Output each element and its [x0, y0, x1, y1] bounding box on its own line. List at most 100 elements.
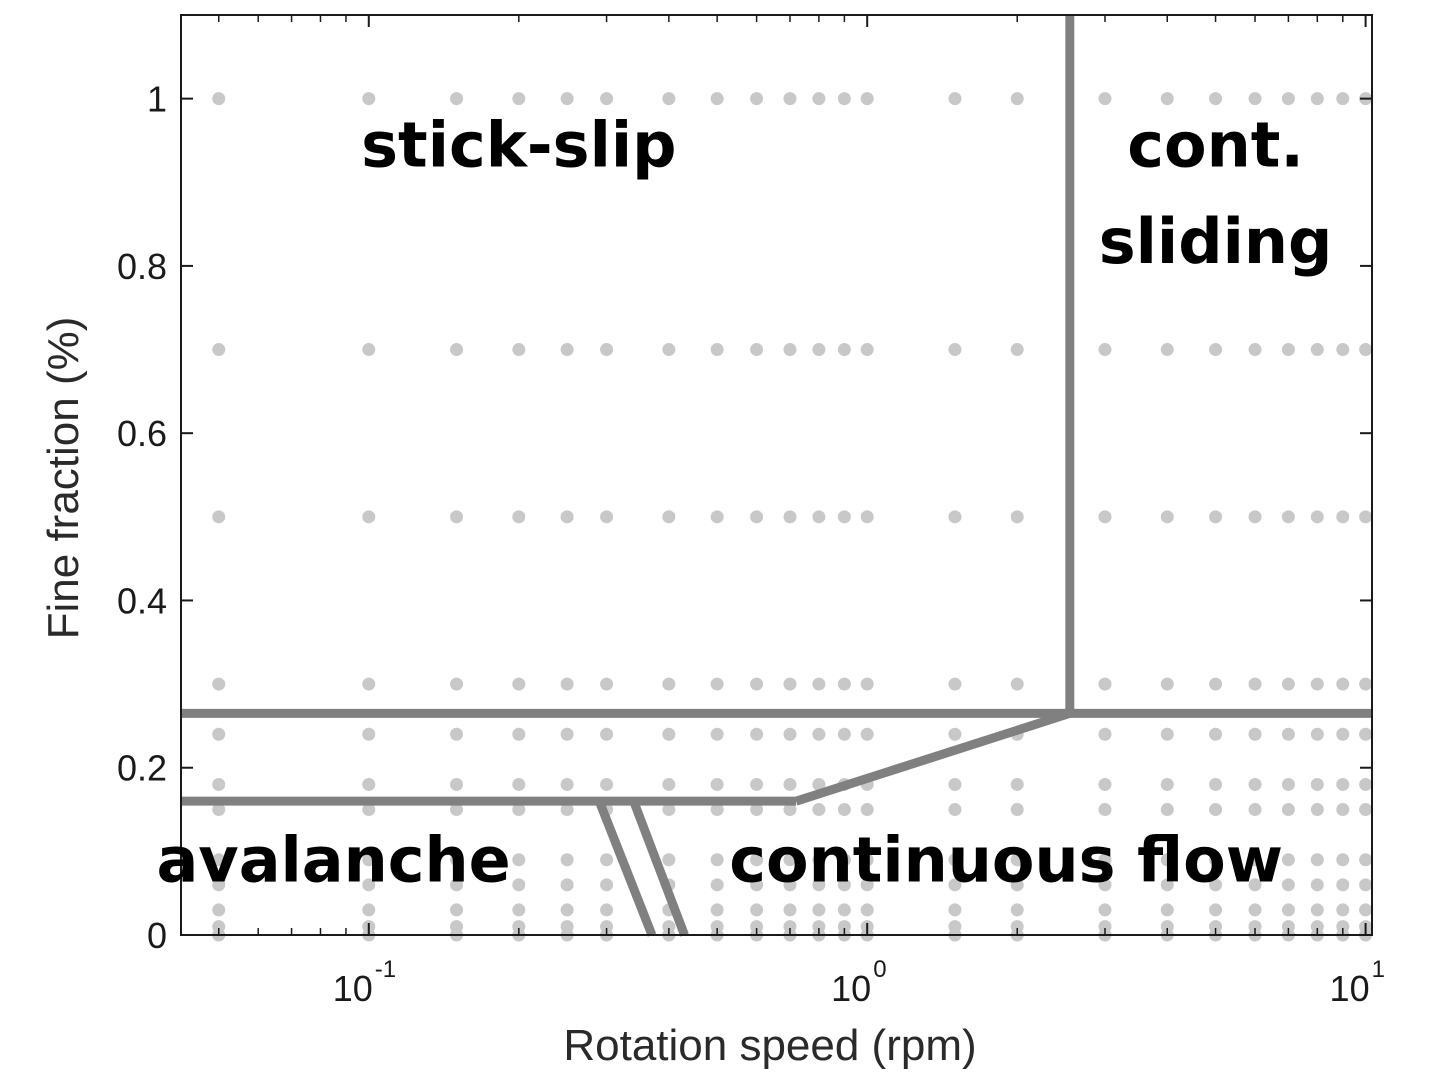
data-point	[783, 92, 797, 106]
data-point	[1248, 878, 1262, 892]
data-point	[1336, 677, 1350, 691]
data-point	[1281, 727, 1295, 741]
data-point	[1281, 92, 1295, 106]
data-point	[710, 803, 724, 817]
data-point	[362, 878, 376, 892]
data-point	[812, 853, 826, 867]
data-point	[662, 920, 676, 934]
data-point	[512, 343, 526, 357]
data-point	[1209, 727, 1223, 741]
data-point	[1359, 677, 1373, 691]
data-point	[450, 677, 464, 691]
data-point	[212, 878, 226, 892]
data-point	[1160, 510, 1174, 524]
data-point	[1310, 903, 1324, 917]
data-point	[450, 878, 464, 892]
data-point	[837, 343, 851, 357]
data-point	[512, 727, 526, 741]
data-point	[1098, 510, 1112, 524]
data-point	[450, 510, 464, 524]
data-point	[750, 510, 764, 524]
data-point	[1281, 343, 1295, 357]
data-point	[1010, 92, 1024, 106]
data-point	[948, 727, 962, 741]
plot-frame	[180, 14, 1373, 936]
data-point	[710, 777, 724, 791]
data-point	[512, 92, 526, 106]
data-point	[600, 853, 614, 867]
data-point	[1209, 510, 1223, 524]
data-point	[362, 727, 376, 741]
region-label: stick-slip	[361, 109, 676, 182]
data-point	[600, 878, 614, 892]
data-point	[1160, 920, 1174, 934]
data-point	[1160, 803, 1174, 817]
data-point	[948, 903, 962, 917]
data-point	[1359, 777, 1373, 791]
data-point	[837, 903, 851, 917]
data-point	[600, 510, 614, 524]
data-point	[750, 878, 764, 892]
data-point	[1209, 677, 1223, 691]
x-tick-label: 10	[1330, 968, 1370, 1009]
data-point	[837, 727, 851, 741]
data-point	[1010, 853, 1024, 867]
data-point	[710, 677, 724, 691]
data-point	[860, 510, 874, 524]
data-point	[750, 777, 764, 791]
data-point	[450, 853, 464, 867]
data-point	[1160, 853, 1174, 867]
data-point	[450, 727, 464, 741]
data-point	[662, 677, 676, 691]
data-point	[450, 920, 464, 934]
data-point	[1310, 510, 1324, 524]
data-point	[1098, 677, 1112, 691]
data-point	[1359, 510, 1373, 524]
data-point	[948, 92, 962, 106]
data-point	[362, 803, 376, 817]
data-point	[1098, 777, 1112, 791]
data-point	[1160, 343, 1174, 357]
data-point	[837, 920, 851, 934]
data-point	[783, 878, 797, 892]
data-point	[1336, 510, 1350, 524]
data-point	[710, 343, 724, 357]
data-point	[860, 903, 874, 917]
data-point	[1310, 727, 1324, 741]
data-point	[1209, 853, 1223, 867]
data-point	[948, 803, 962, 817]
data-point	[560, 853, 574, 867]
data-point	[560, 727, 574, 741]
data-point	[512, 677, 526, 691]
data-point	[812, 878, 826, 892]
data-point	[1336, 903, 1350, 917]
data-point	[783, 903, 797, 917]
data-point	[1160, 777, 1174, 791]
data-point	[1098, 803, 1112, 817]
data-point	[212, 920, 226, 934]
data-point	[812, 92, 826, 106]
data-point	[860, 677, 874, 691]
data-point	[837, 677, 851, 691]
data-point	[837, 853, 851, 867]
data-point	[1248, 777, 1262, 791]
data-point	[860, 343, 874, 357]
y-tick-label: 0.8	[117, 246, 167, 287]
data-point	[1336, 920, 1350, 934]
data-point	[750, 853, 764, 867]
data-point	[662, 343, 676, 357]
data-point	[560, 510, 574, 524]
data-point	[750, 343, 764, 357]
data-point	[750, 677, 764, 691]
data-point	[1281, 903, 1295, 917]
data-point	[948, 510, 962, 524]
data-point	[812, 803, 826, 817]
data-point	[860, 727, 874, 741]
data-point	[512, 510, 526, 524]
data-point	[662, 777, 676, 791]
data-point	[1010, 777, 1024, 791]
data-point	[1209, 777, 1223, 791]
x-tick-exponent: -1	[375, 956, 396, 983]
